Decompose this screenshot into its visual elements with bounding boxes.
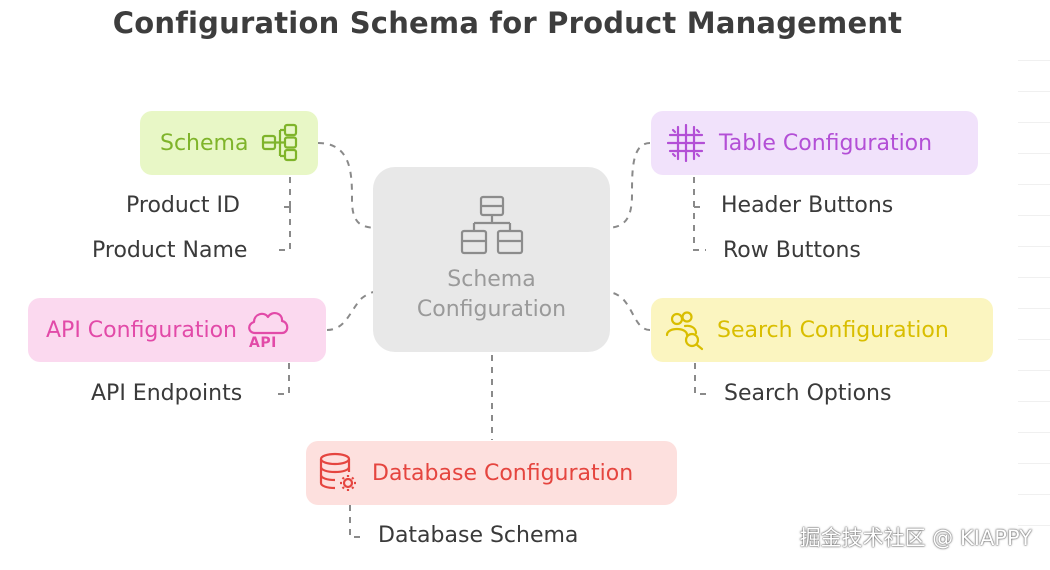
- connector-search-children: [694, 363, 707, 395]
- central-label-line1: Schema: [447, 266, 536, 292]
- user-search-icon: [665, 311, 704, 351]
- api-configuration-label: API Configuration: [46, 317, 237, 343]
- api-child-endpoints: API Endpoints: [91, 381, 243, 406]
- central-node: Schema Configuration: [373, 167, 610, 352]
- connector-schema: [317, 142, 381, 229]
- search-configuration-label: Search Configuration: [717, 317, 949, 343]
- background-texture: [1018, 30, 1050, 550]
- search-configuration-node: Search Configuration: [651, 298, 993, 362]
- connector-database-children: [349, 505, 362, 538]
- database-configuration-label: Database Configuration: [372, 460, 634, 486]
- connector-api-children: [278, 363, 290, 395]
- database-gear-icon: [319, 452, 356, 491]
- schema-icon: [262, 123, 298, 162]
- connector-search: [604, 291, 651, 331]
- connector-table-children: [693, 177, 706, 251]
- connector-table: [604, 142, 651, 229]
- hierarchy-icon: [460, 195, 523, 254]
- api-icon-text: API: [249, 335, 277, 351]
- central-node-label: Schema Configuration: [417, 265, 566, 325]
- connector-schema-children: [278, 177, 291, 251]
- central-label-line2: Configuration: [416, 296, 567, 322]
- table-child-header-buttons: Header Buttons: [721, 193, 894, 218]
- watermark-text: 掘金技术社区 @ KIAPPY: [799, 526, 1032, 550]
- schema-child-product-id: Product ID: [126, 193, 240, 218]
- api-configuration-node: API Configuration API: [28, 298, 326, 362]
- search-child-options: Search Options: [724, 381, 892, 406]
- schema-node: Schema: [140, 111, 318, 175]
- grid-icon: [667, 124, 705, 162]
- table-child-row-buttons: Row Buttons: [723, 238, 861, 263]
- schema-node-label: Schema: [160, 130, 249, 156]
- schema-child-product-name: Product Name: [92, 238, 248, 263]
- database-configuration-node: Database Configuration: [306, 441, 677, 505]
- table-configuration-label: Table Configuration: [719, 130, 933, 156]
- database-child-schema: Database Schema: [378, 523, 579, 548]
- diagram-title: Configuration Schema for Product Managem…: [112, 6, 903, 40]
- table-configuration-node: Table Configuration: [651, 111, 978, 175]
- cloud-api-icon: API: [245, 307, 291, 353]
